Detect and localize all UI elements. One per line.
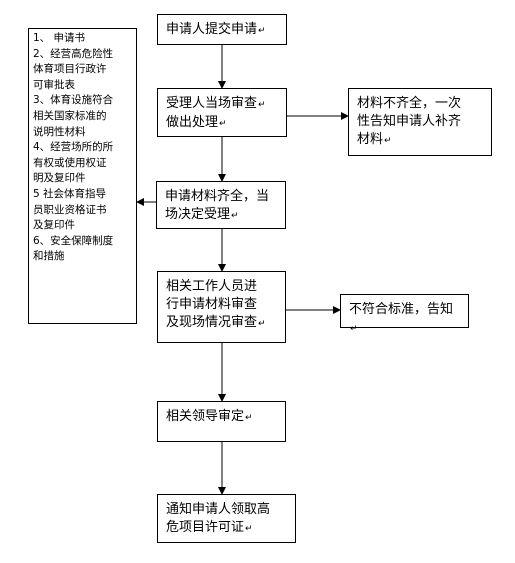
return-mark: ↵ — [245, 524, 253, 534]
return-mark: ↵ — [350, 324, 358, 334]
material-item: 明及复印件 — [33, 172, 86, 185]
material-item: 及复印件 — [33, 219, 75, 232]
return-mark: ↵ — [258, 100, 266, 110]
material-item: 员职业资格证书 — [33, 203, 107, 216]
return-mark: ↵ — [231, 211, 239, 221]
notify-line1: 通知申请人领取高 — [166, 502, 271, 517]
step-accept-check-line2: 做出处理 — [166, 115, 219, 130]
return-mark: ↵ — [384, 136, 392, 146]
material-item: 相关国家标准的 — [33, 109, 107, 122]
material-item: 可审批表 — [33, 78, 75, 91]
review-line1: 相关工作人员进 — [166, 279, 258, 294]
step-accept-check: 受理人当场审查↵ 做出处理↵ — [157, 88, 287, 137]
complete-line1: 申请材料齐全，当 — [165, 189, 270, 204]
return-mark: ↵ — [258, 319, 266, 329]
material-item: 有权或使用权证 — [33, 156, 107, 169]
notify-line2: 危项目许可证 — [166, 520, 245, 535]
incomplete-line2: 性告知申请人补齐 — [357, 114, 462, 129]
material-item: 1、 申请书 — [33, 32, 86, 44]
review-line3: 及现场情况审查 — [166, 315, 258, 330]
material-item: 5 社会体育指导 — [33, 187, 107, 200]
step-leader-approval: 相关领导审定↵ — [157, 401, 286, 442]
step-materials-incomplete: 材料不齐全，一次 性告知申请人补齐 材料↵ — [348, 88, 492, 156]
complete-line2: 场决定受理 — [165, 207, 231, 222]
step-materials-complete: 申请材料齐全，当 场决定受理↵ — [156, 181, 286, 229]
step-staff-review: 相关工作人员进 行申请材料审查 及现场情况审查↵ — [157, 271, 286, 343]
required-materials-list: 1、 申请书 2、经营高危险性 体育项目行政许 可审批表 3、体育设施符合 相关… — [28, 28, 137, 324]
return-mark: ↵ — [245, 413, 253, 423]
step-submit-text: 申请人提交申请 — [166, 22, 258, 37]
incomplete-line3: 材料 — [357, 132, 384, 147]
material-item: 3、体育设施符合 — [33, 94, 114, 107]
step-submit-application: 申请人提交申请↵ — [157, 14, 287, 45]
not-standard-text: 不符合标准，告知 — [349, 302, 454, 317]
material-item: 和措施 — [33, 250, 65, 263]
return-mark: ↵ — [258, 26, 266, 36]
material-item: 6、安全保障制度 — [33, 234, 114, 247]
step-accept-check-line1: 受理人当场审查 — [166, 96, 258, 111]
material-item: 体育项目行政许 — [33, 63, 107, 76]
return-mark: ↵ — [219, 119, 227, 129]
incomplete-line1: 材料不齐全，一次 — [357, 96, 462, 111]
material-item: 说明性材料 — [33, 125, 86, 138]
material-item: 2、经营高危险性 — [33, 47, 114, 60]
review-line2: 行申请材料审查 — [166, 297, 258, 312]
step-not-standard: 不符合标准，告知 ↵ — [340, 294, 469, 334]
leader-text: 相关领导审定 — [166, 409, 245, 424]
material-item: 4、经营场所的所 — [33, 141, 114, 154]
step-notify-license: 通知申请人领取高 危项目许可证↵ — [157, 494, 296, 543]
